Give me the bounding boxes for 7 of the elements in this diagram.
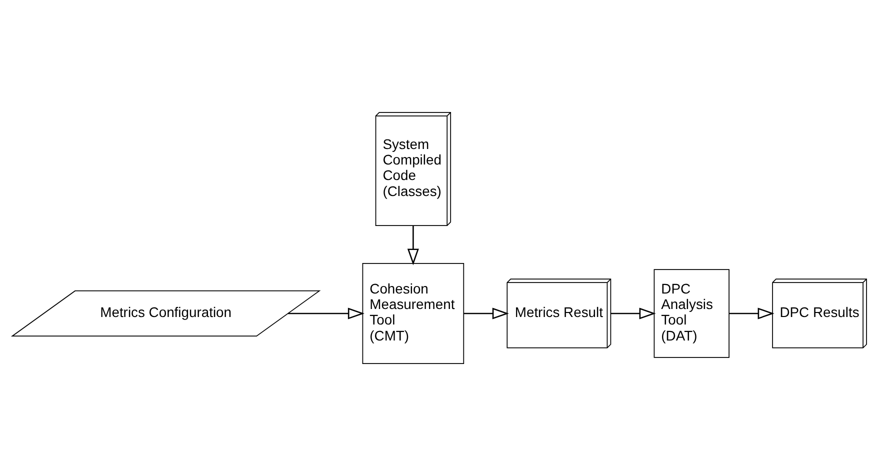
arrow bbox=[407, 226, 419, 266]
arrow bbox=[610, 308, 656, 320]
node-box: Cohesion Measurement Tool (CMT) bbox=[362, 263, 464, 364]
arrow bbox=[288, 308, 364, 320]
arrow bbox=[464, 308, 509, 320]
arrow bbox=[729, 308, 774, 320]
node-box: DPC Analysis Tool (DAT) bbox=[654, 269, 730, 358]
